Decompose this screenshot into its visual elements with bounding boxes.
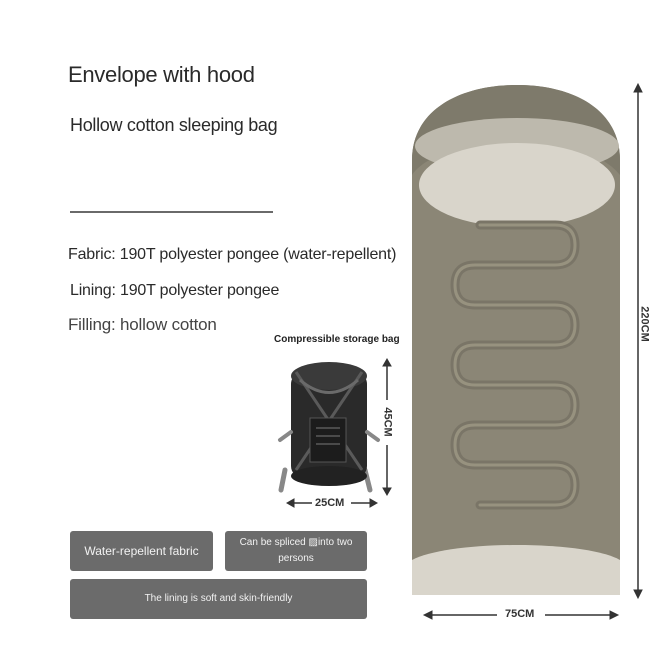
storage-bag-image [278, 362, 380, 493]
spec-lining: Lining: 190T polyester pongee [70, 282, 280, 299]
page-subtitle: Hollow cotton sleeping bag [70, 115, 278, 135]
sleeping-bag-image [412, 85, 620, 595]
spec-fabric: Fabric: 190T polyester pongee (water-rep… [68, 246, 397, 263]
storage-height-arrow [382, 357, 392, 497]
feature-splice: Can be spliced ▨into two persons [225, 531, 367, 571]
length-label: 220CM [638, 306, 651, 342]
storage-width-label: 25CM [315, 497, 345, 509]
length-dimension-arrow [633, 82, 643, 600]
width-dimension-arrow [422, 610, 620, 620]
width-label: 75CM [505, 608, 535, 620]
spec-filling: Filling: hollow cotton [68, 315, 217, 334]
storage-height-label: 45CM [381, 407, 394, 437]
storage-bag-label: Compressible storage bag [274, 334, 400, 345]
divider [70, 211, 273, 213]
storage-width-arrow [285, 498, 379, 508]
feature-water-repellent: Water-repellent fabric [70, 531, 213, 571]
feature-lining: The lining is soft and skin-friendly [70, 579, 367, 619]
page-title: Envelope with hood [68, 62, 255, 87]
